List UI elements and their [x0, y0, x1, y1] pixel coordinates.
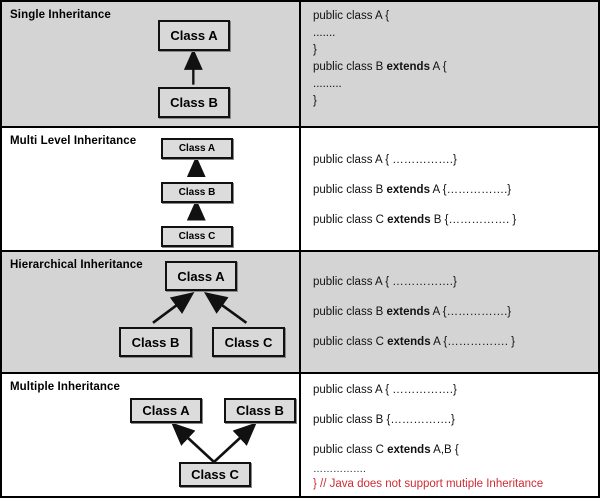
row-title-single-inheritance: Single Inheritance: [10, 9, 111, 21]
class-box-c: Class C: [212, 327, 285, 357]
row-title-multiple-inheritance: Multiple Inheritance: [10, 381, 120, 393]
code-line: public class A {: [313, 10, 389, 22]
class-box-a: Class A: [165, 261, 237, 291]
class-box-c-label: Class C: [224, 334, 273, 350]
code-keyword: extends: [386, 61, 430, 73]
class-box-a-label: Class A: [178, 143, 216, 154]
class-box-c: Class C: [179, 462, 251, 487]
code-tail: A {: [429, 61, 447, 73]
code-text: public class C: [313, 214, 388, 226]
code-keyword: extends: [387, 444, 431, 456]
code-keyword: extends: [387, 336, 431, 348]
code-keyword: extends: [386, 184, 430, 196]
code-tail: A {…………….}: [429, 184, 512, 196]
row-multi-level-inheritance: Multi Level Inheritance Class A Class B …: [2, 128, 598, 252]
row-title-multi-level-inheritance: Multi Level Inheritance: [10, 135, 137, 147]
class-box-a: Class A: [158, 20, 230, 51]
code-single-inheritance: public class A { ....... } public class …: [301, 2, 598, 126]
code-line: }: [313, 44, 317, 56]
code-line: public class C extends B {……………. }: [313, 214, 516, 226]
code-text: public class A { …………….}: [313, 154, 457, 166]
code-line: …………….: [313, 464, 366, 475]
code-line: public class B extends A {: [313, 61, 447, 73]
code-line: public class A { …………….}: [313, 384, 457, 396]
row-title-hierarchical-inheritance: Hierarchical Inheritance: [10, 259, 143, 271]
code-tail: B {……………. }: [430, 214, 517, 226]
warning-text: } // Java does not support mutiple Inher…: [313, 478, 544, 490]
code-text: }: [313, 44, 317, 56]
class-box-b: Class B: [161, 182, 233, 203]
code-multiple-inheritance: public class A { …………….} public class B …: [301, 374, 598, 496]
code-line: public class A { …………….}: [313, 276, 457, 288]
class-box-b-label: Class B: [131, 334, 180, 350]
code-tail: A {…………….}: [429, 306, 512, 318]
code-text: public class B: [313, 61, 387, 73]
class-box-a-label: Class A: [142, 403, 190, 418]
diagram-multi-level-inheritance: Multi Level Inheritance Class A Class B …: [2, 128, 301, 250]
code-line: .........: [313, 78, 342, 90]
class-box-c: Class C: [161, 226, 233, 247]
class-box-a-label: Class A: [170, 28, 218, 43]
code-text: .......: [313, 27, 336, 39]
code-text: public class C: [313, 444, 388, 456]
code-line: public class C extends A,B {: [313, 444, 459, 456]
class-box-b: Class B: [158, 87, 230, 118]
class-box-b: Class B: [224, 398, 296, 423]
code-keyword: extends: [387, 214, 431, 226]
class-box-b: Class B: [119, 327, 192, 357]
code-hierarchical-inheritance: public class A { …………….} public class B …: [301, 252, 598, 372]
class-box-b-label: Class B: [170, 95, 218, 110]
diagram-hierarchical-inheritance: Hierarchical Inheritance Class A Class B…: [2, 252, 301, 372]
code-text: public class B: [313, 306, 387, 318]
code-line: }: [313, 95, 317, 107]
code-text: public class C: [313, 336, 388, 348]
class-box-b-label: Class B: [178, 187, 216, 198]
code-text: public class B {…………….}: [313, 414, 455, 426]
code-text: …………….: [313, 464, 366, 475]
row-single-inheritance: Single Inheritance Class A Class B publi…: [2, 2, 598, 128]
code-line: public class A { …………….}: [313, 154, 457, 166]
class-box-b-label: Class B: [236, 403, 284, 418]
code-line: public class B extends A {…………….}: [313, 184, 511, 196]
code-text: public class A {: [313, 10, 390, 22]
code-line: public class B extends A {…………….}: [313, 306, 511, 318]
class-box-c-label: Class C: [191, 467, 239, 482]
code-line: public class B {…………….}: [313, 414, 455, 426]
code-text: }: [313, 95, 317, 107]
code-text: public class A { …………….}: [313, 276, 457, 288]
code-text: .........: [313, 78, 342, 90]
diagram-multiple-inheritance: Multiple Inheritance Class A Class B Cla…: [2, 374, 301, 496]
code-keyword: extends: [386, 306, 430, 318]
class-box-a-label: Class A: [177, 268, 225, 284]
code-tail: A {……………. }: [430, 336, 515, 348]
code-line: public class C extends A {……………. }: [313, 336, 515, 348]
code-line: .......: [313, 27, 335, 39]
class-box-a: Class A: [161, 138, 233, 159]
diagram-single-inheritance: Single Inheritance Class A Class B: [2, 2, 301, 126]
row-multiple-inheritance: Multiple Inheritance Class A Class B Cla…: [2, 374, 598, 496]
class-box-c-label: Class C: [178, 231, 216, 242]
row-hierarchical-inheritance: Hierarchical Inheritance Class A Class B…: [2, 252, 598, 374]
code-tail: A,B {: [430, 444, 459, 456]
code-text: public class A { …………….}: [313, 384, 457, 396]
code-multi-level-inheritance: public class A { …………….} public class B …: [301, 128, 598, 250]
code-line-warning: } // Java does not support mutiple Inher…: [313, 478, 543, 490]
code-text: public class B: [313, 184, 387, 196]
class-box-a: Class A: [130, 398, 202, 423]
